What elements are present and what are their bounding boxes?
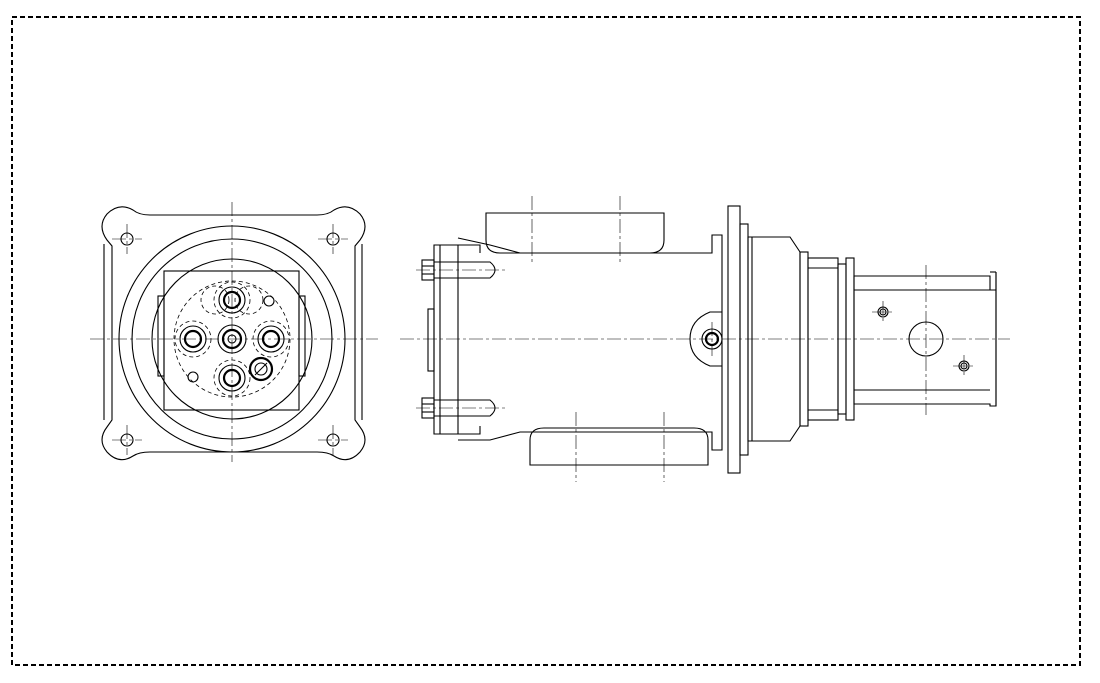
bolt-upper <box>416 259 505 281</box>
main-housing <box>457 234 723 451</box>
side-view <box>400 196 1010 482</box>
front-view <box>90 202 378 462</box>
dashed-frame <box>11 16 1081 666</box>
threaded-hole-upper <box>872 301 894 323</box>
mounting-flange <box>727 205 741 474</box>
threaded-hole-lower <box>953 355 975 377</box>
small-hole-bl <box>187 371 199 383</box>
bottom-boss <box>529 427 709 466</box>
rear-plate <box>433 244 459 435</box>
bolt-lower <box>416 397 505 419</box>
front-flange-outline <box>101 206 366 461</box>
top-boss <box>485 212 665 254</box>
small-hole-tr <box>263 295 275 307</box>
fitting-br <box>248 356 274 382</box>
